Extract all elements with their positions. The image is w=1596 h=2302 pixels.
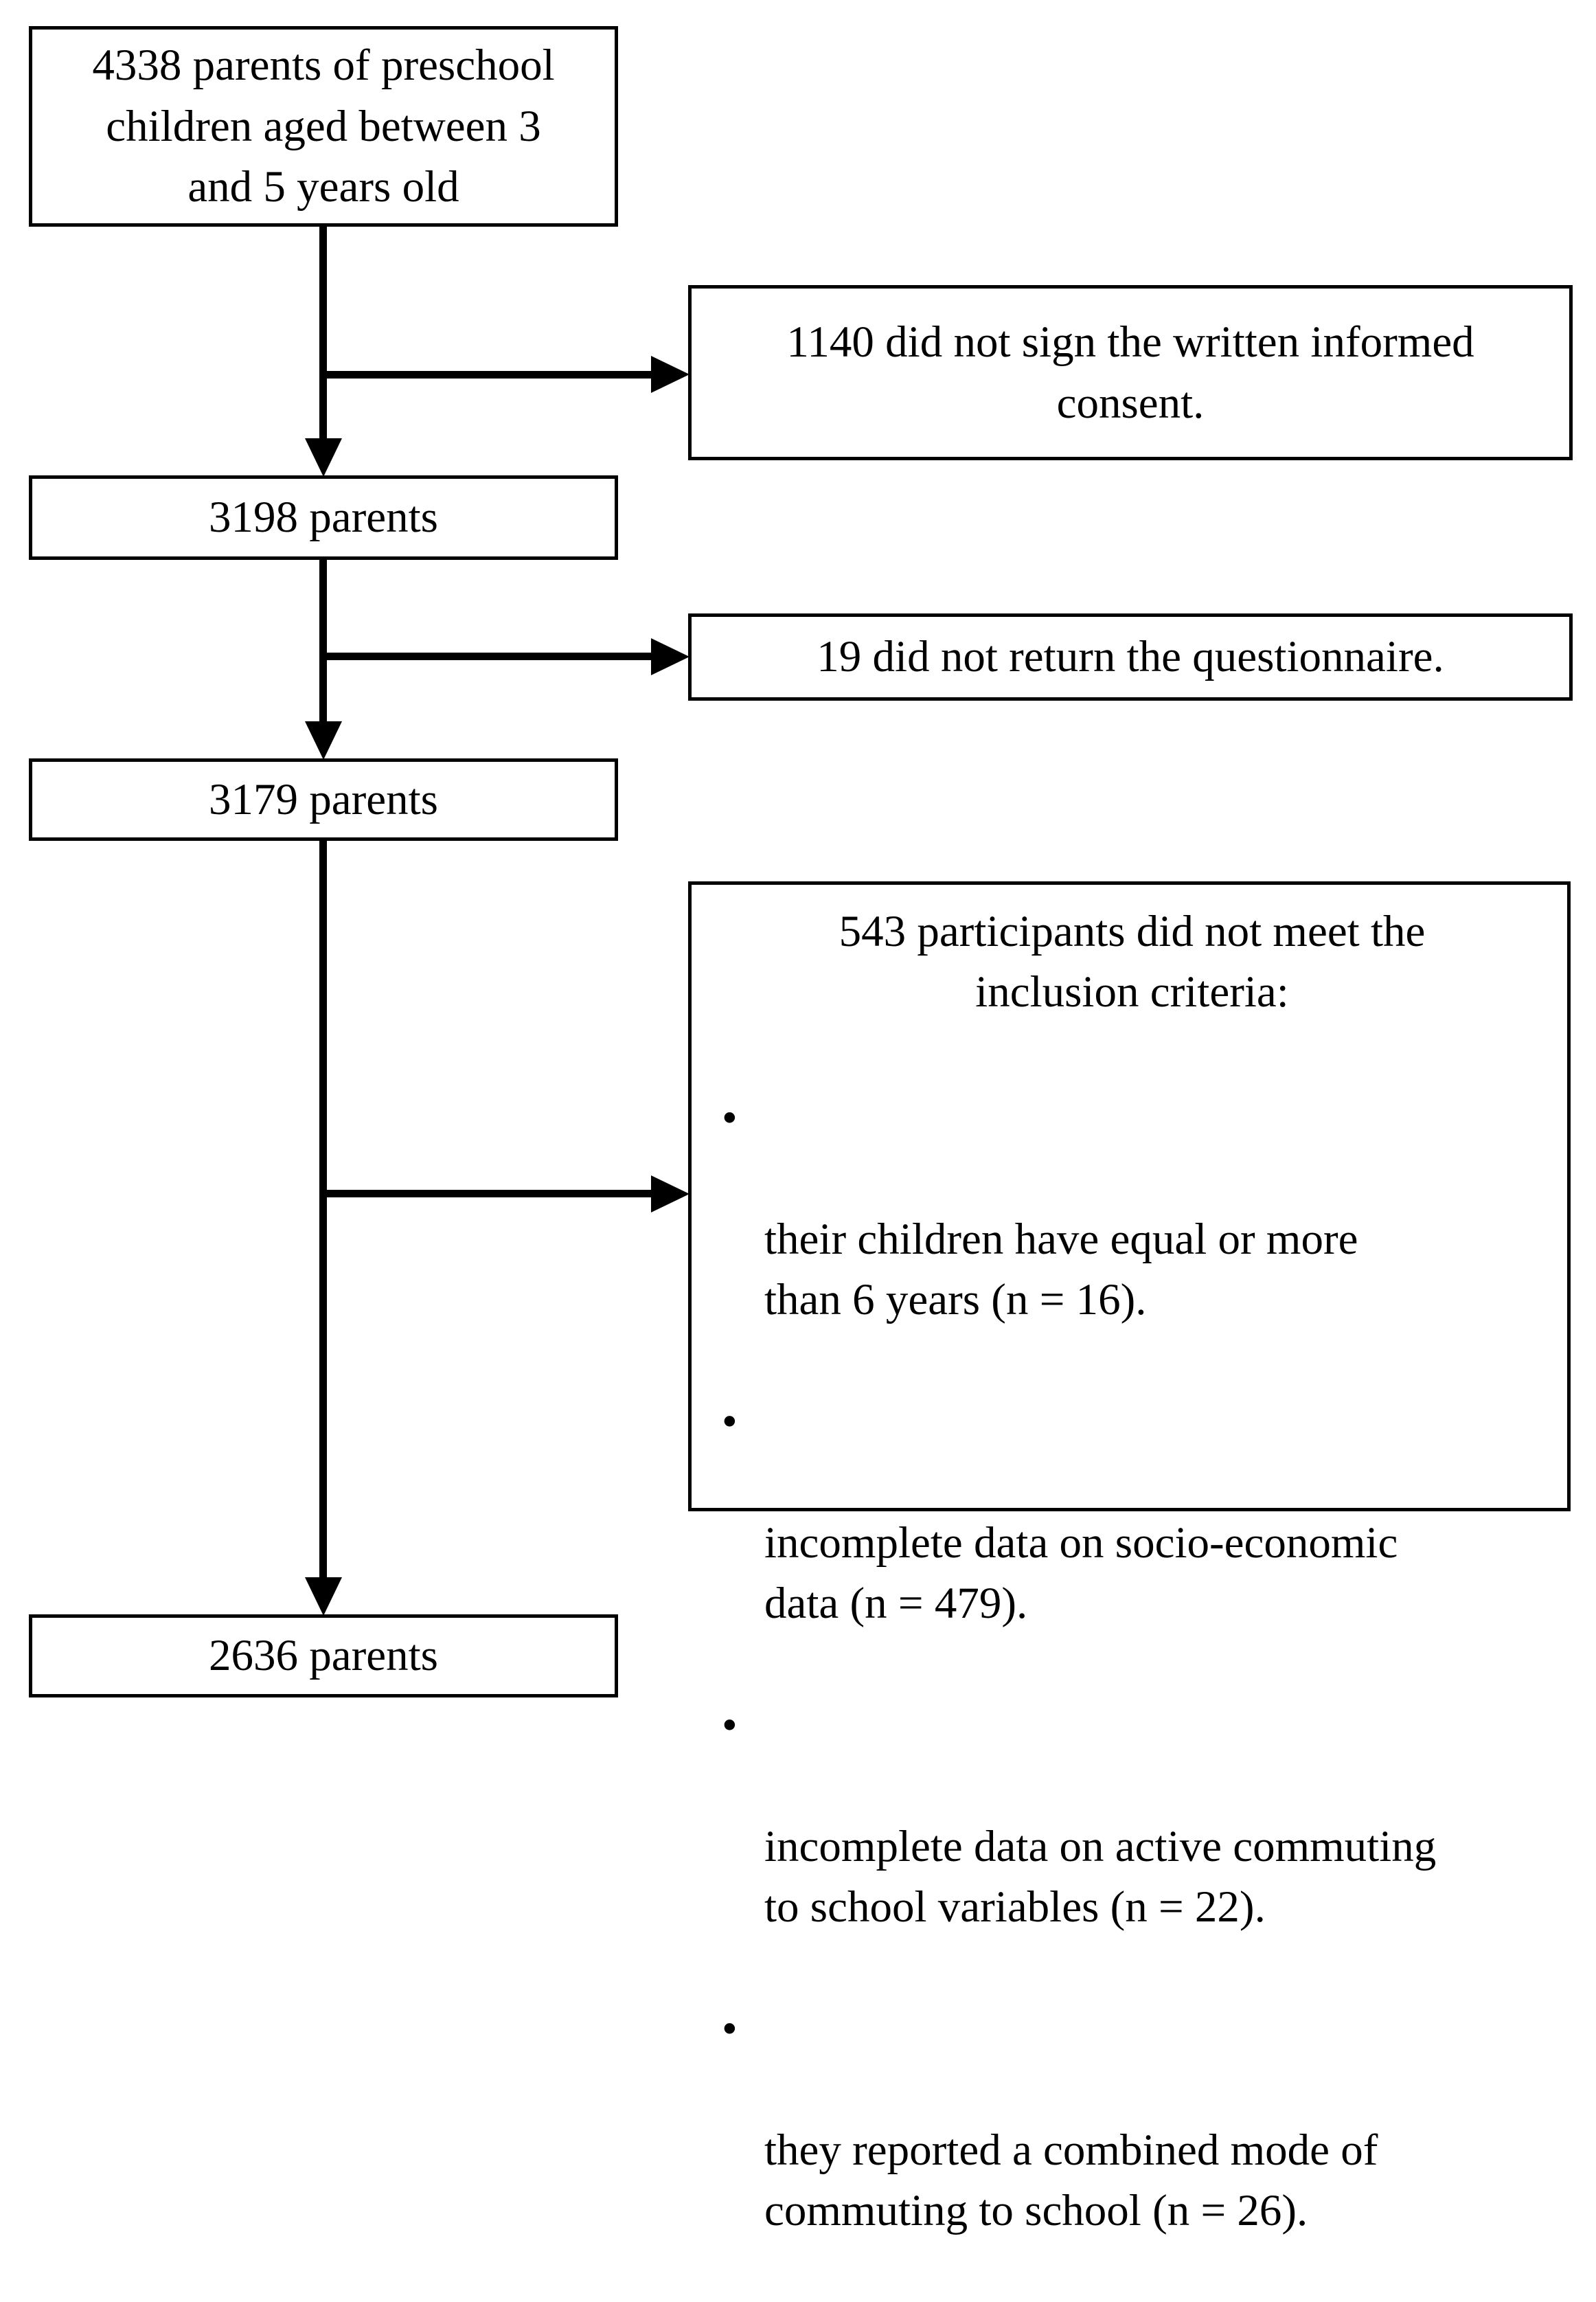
bullet-icon <box>722 1087 738 1148</box>
exclusion-criteria-list: their children have equal or more than 6… <box>718 1027 1547 2302</box>
connector-line-3198-to-3179 <box>319 560 327 722</box>
list-item-socioeconomic-text: incomplete data on socio-economic data (… <box>764 1517 1398 1629</box>
box-excluded-no-questionnaire: 19 did not return the questionnaire. <box>688 613 1573 701</box>
arrow-right-icon <box>651 356 689 393</box>
box-after-questionnaire: 3179 parents <box>29 758 618 841</box>
list-item-socioeconomic: incomplete data on socio-economic data (… <box>718 1391 1547 1634</box>
box-initial-sample-text: 4338 parents of preschool children aged … <box>92 41 555 212</box>
bullet-icon <box>722 1998 738 2059</box>
list-item-age: their children have equal or more than 6… <box>718 1087 1547 1331</box>
connector-line-3179-to-2636 <box>319 841 327 1578</box>
box-excluded-no-consent: 1140 did not sign the written informed c… <box>688 285 1573 460</box>
branch-line-inclusion-criteria <box>323 1190 651 1197</box>
arrow-down-icon <box>305 438 342 477</box>
arrow-down-icon <box>305 721 342 760</box>
list-item-age-text: their children have equal or more than 6… <box>764 1214 1358 1325</box>
list-item-combined-mode: they reported a combined mode of commuti… <box>718 1998 1547 2242</box>
branch-line-no-questionnaire <box>323 653 651 660</box>
arrow-down-icon <box>305 1577 342 1616</box>
box-excluded-no-consent-text: 1140 did not sign the written informed c… <box>786 317 1474 428</box>
box-after-questionnaire-text: 3179 parents <box>209 774 438 824</box>
exclusion-criteria-title: 543 participants did not meet the inclus… <box>839 907 1426 1017</box>
bullet-icon <box>722 1695 738 1755</box>
box-final-sample: 2636 parents <box>29 1614 618 1697</box>
box-excluded-inclusion-criteria: 543 participants did not meet the inclus… <box>688 881 1571 2235</box>
flow-diagram: 4338 parents of preschool children aged … <box>0 0 1596 1726</box>
connector-line-initial-to-3198 <box>319 227 327 440</box>
list-item-combined-mode-text: they reported a combined mode of commuti… <box>764 2125 1378 2236</box>
list-item-commuting-data: incomplete data on active commuting to s… <box>718 1695 1547 1938</box>
arrow-right-icon <box>651 638 689 675</box>
branch-line-no-consent <box>323 371 651 379</box>
box-initial-sample: 4338 parents of preschool children aged … <box>29 26 618 227</box>
list-item-commuting-data-text: incomplete data on active commuting to s… <box>764 1821 1437 1932</box>
box-final-sample-text: 2636 parents <box>209 1631 438 1681</box>
box-after-consent-text: 3198 parents <box>209 493 438 543</box>
arrow-right-icon <box>651 1175 689 1212</box>
box-after-consent: 3198 parents <box>29 475 618 560</box>
bullet-icon <box>722 1391 738 1452</box>
box-excluded-no-questionnaire-text: 19 did not return the questionnaire. <box>817 632 1444 682</box>
